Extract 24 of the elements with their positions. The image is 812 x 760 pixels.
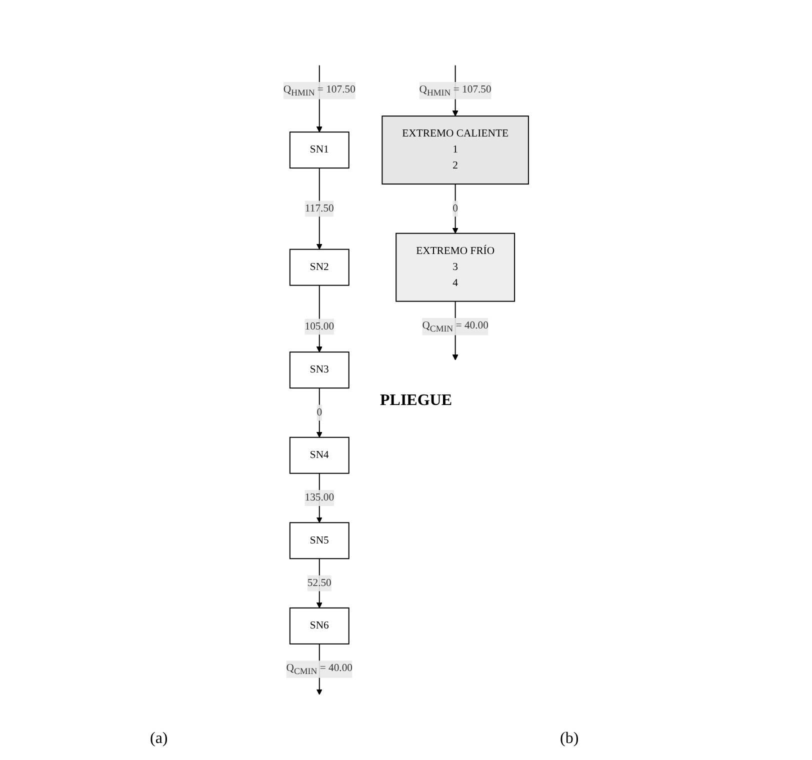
edge-label: Q$_{HMIN}$ = 107.50 [419, 84, 492, 98]
edge-label: Q$_{CMIN}$ = 40.00 [422, 320, 489, 334]
node-box: SN3 [290, 352, 350, 389]
edge-label: 135.00 [304, 492, 334, 504]
arrow [316, 558, 322, 608]
node-box: SN2 [290, 248, 350, 286]
node-box: SN5 [290, 522, 350, 560]
fold-label: PLIEGUE [380, 392, 452, 410]
node-box: SN4 [290, 436, 350, 474]
panel-label: (b) [560, 730, 579, 748]
arrow [452, 184, 458, 234]
edge-label: 0 [316, 406, 322, 418]
arrow [316, 388, 322, 438]
edge-label: 105.00 [304, 320, 334, 332]
edge-label: 52.50 [307, 577, 332, 589]
edge-label: 117.50 [305, 202, 334, 214]
node-box: SN6 [290, 607, 350, 644]
node-box: SN1 [290, 132, 350, 169]
node-box: EXTREMO CALIENTE 1 2 [382, 116, 530, 185]
panel-label: (a) [150, 730, 168, 748]
edge-label: Q$_{CMIN}$ = 40.00 [286, 662, 353, 676]
node-box: EXTREMO FRÍO 3 4 [396, 232, 516, 302]
edge-label: Q$_{HMIN}$ = 107.50 [283, 84, 356, 98]
edge-label: 0 [452, 202, 458, 214]
